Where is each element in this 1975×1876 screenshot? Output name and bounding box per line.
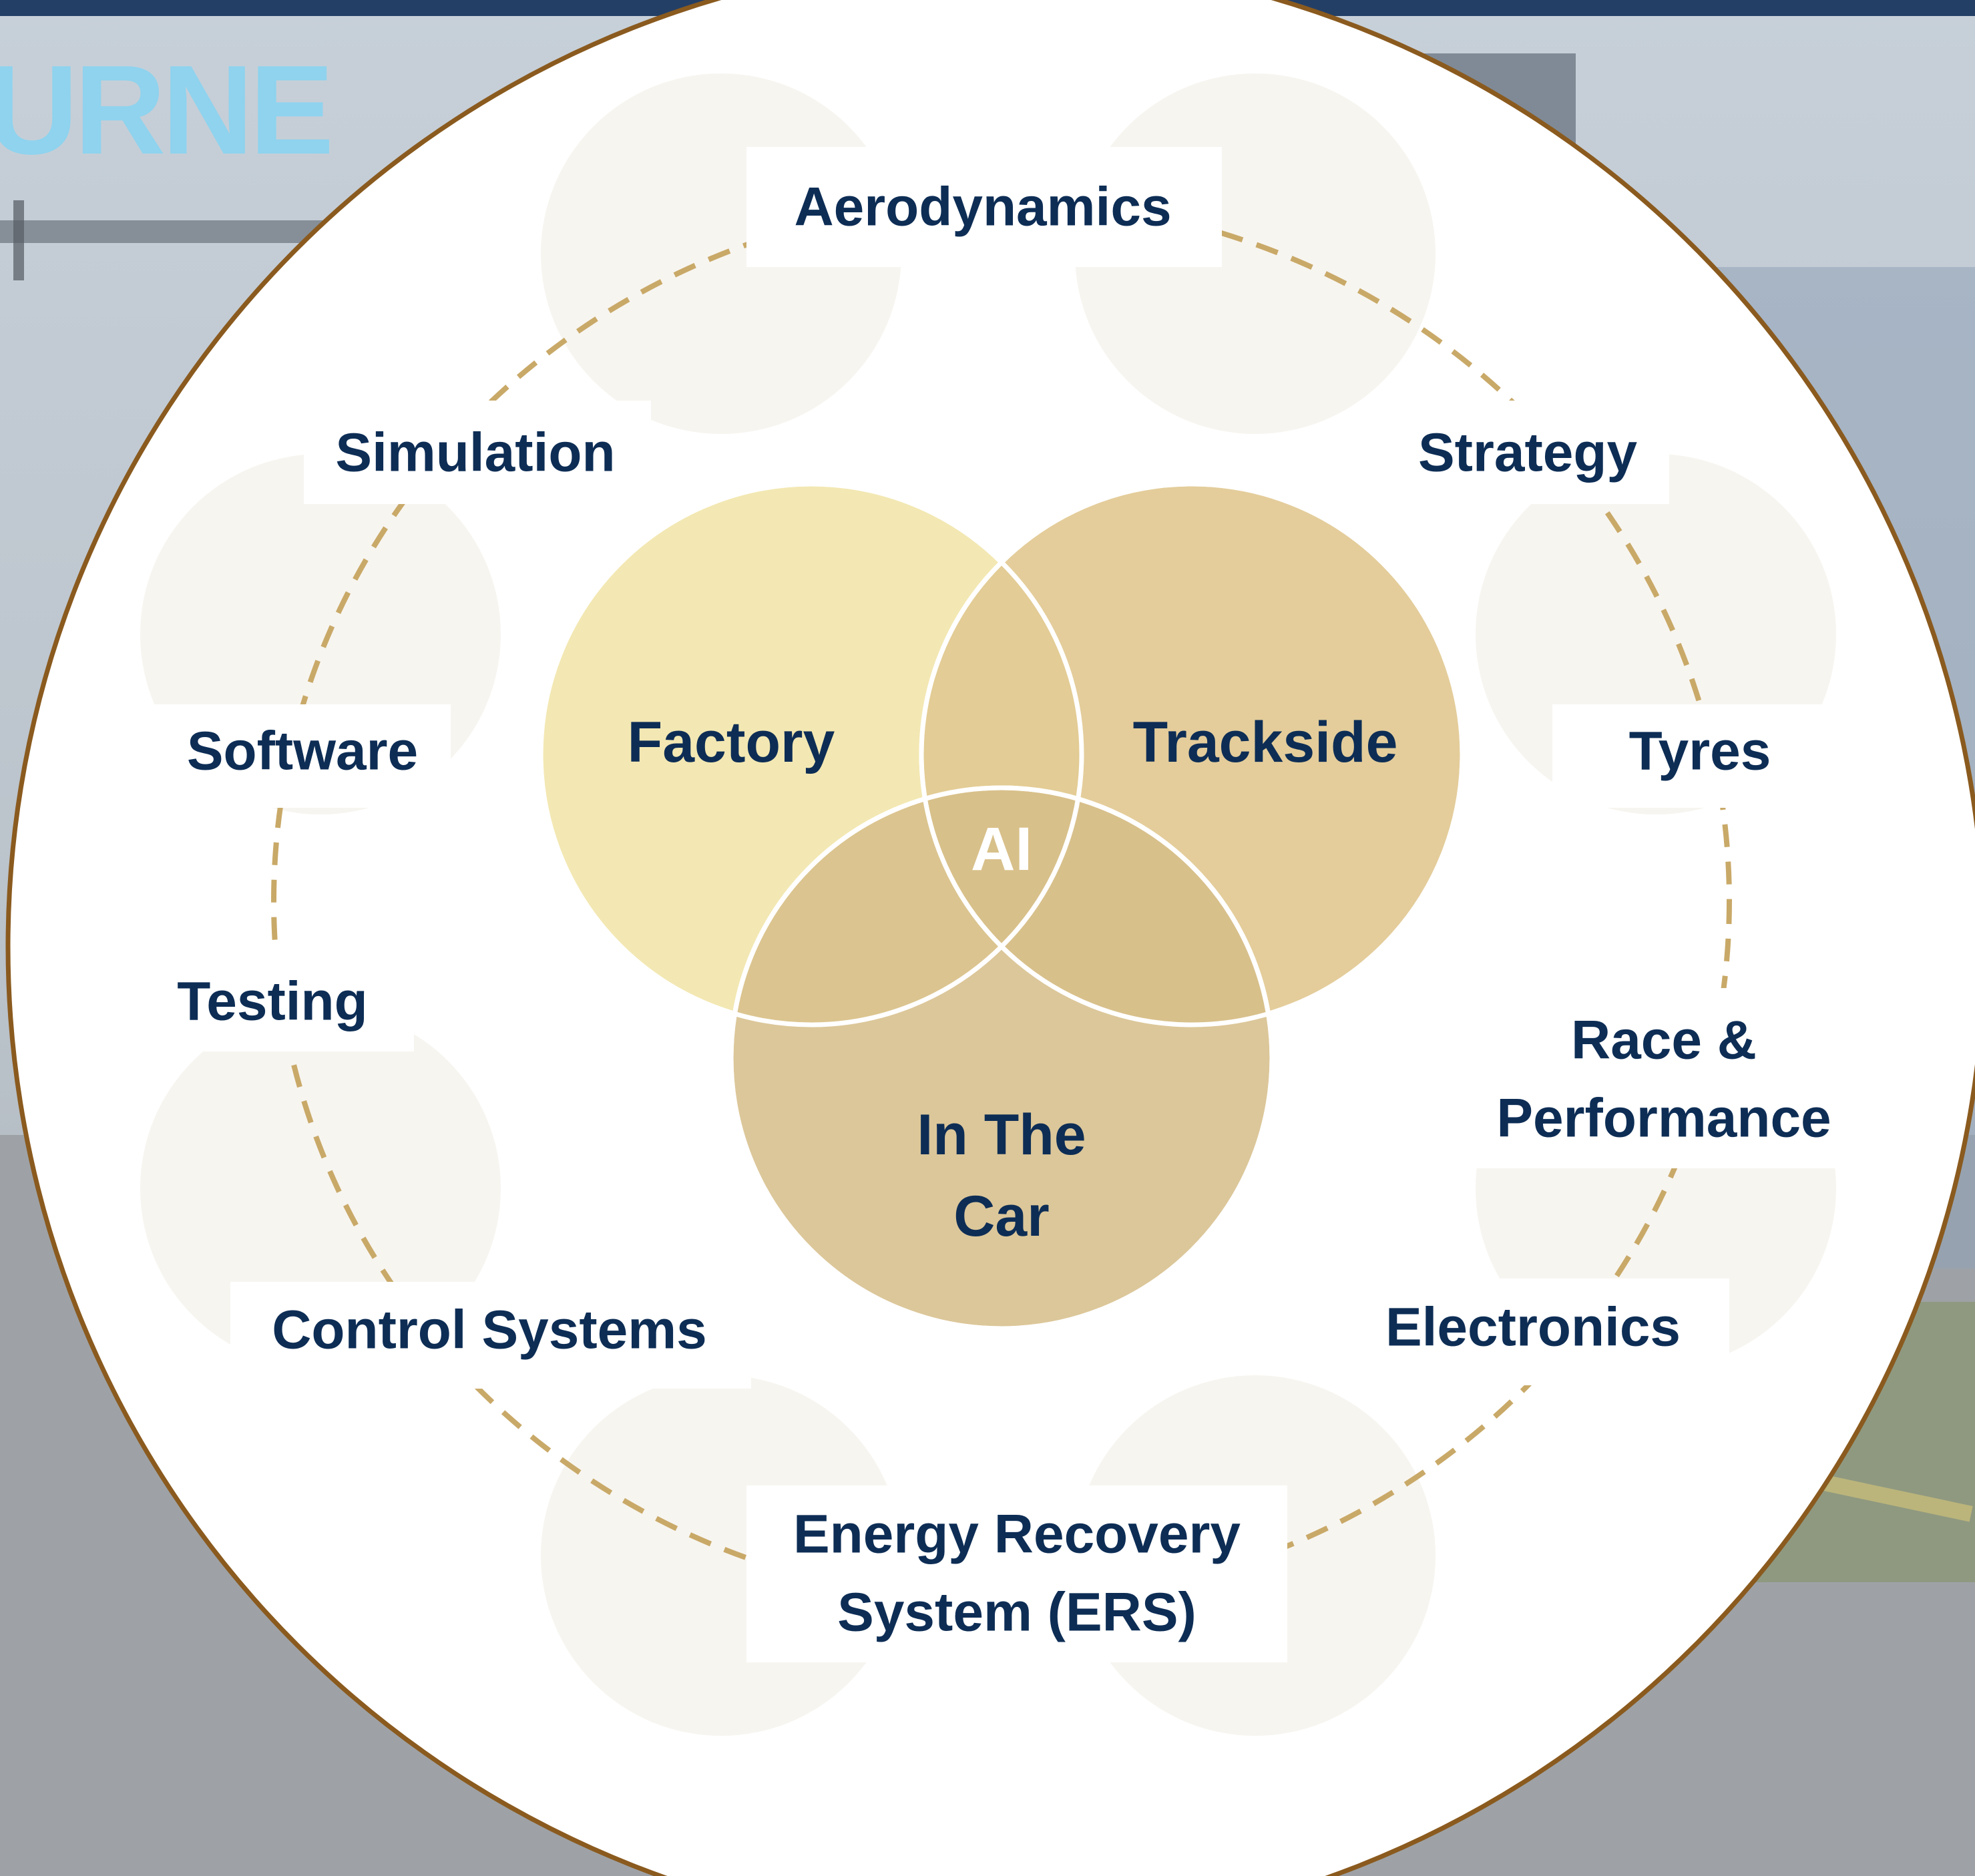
svg-text:Strategy: Strategy — [1418, 423, 1638, 483]
label-testing: Testing — [147, 951, 414, 1051]
svg-text:Testing: Testing — [177, 971, 367, 1032]
label-software: Software — [154, 704, 451, 808]
svg-text:Simulation: Simulation — [335, 423, 615, 483]
label-electronics: Electronics — [1355, 1278, 1729, 1385]
venn-label-factory: Factory — [628, 710, 835, 774]
svg-text:Performance: Performance — [1496, 1088, 1831, 1149]
background-sign: URNE — [0, 39, 330, 181]
label-race-performance: Race & Performance — [1442, 988, 1856, 1168]
venn-label-trackside: Trackside — [1133, 710, 1398, 774]
ring-labels: Aerodynamics Simulation Strategy Softwar… — [147, 147, 1856, 1662]
label-tyres: Tyres — [1552, 704, 1846, 808]
venn-label-in-the-car-line1: In The — [917, 1103, 1086, 1167]
label-aerodynamics: Aerodynamics — [746, 147, 1222, 267]
label-ers: Energy Recovery System (ERS) — [746, 1485, 1287, 1662]
venn-label-in-the-car-line2: Car — [953, 1184, 1049, 1248]
svg-text:Software: Software — [187, 721, 418, 782]
label-strategy: Strategy — [1385, 401, 1669, 504]
svg-text:Control Systems: Control Systems — [272, 1300, 707, 1361]
svg-text:Energy Recovery: Energy Recovery — [793, 1504, 1241, 1565]
svg-text:Tyres: Tyres — [1629, 721, 1771, 782]
label-simulation: Simulation — [304, 401, 651, 504]
svg-text:System (ERS): System (ERS) — [837, 1582, 1196, 1643]
svg-text:Electronics: Electronics — [1385, 1297, 1681, 1358]
svg-text:Race &: Race & — [1571, 1010, 1757, 1071]
venn-diagram: Factory Trackside In The Car AI — [538, 481, 1465, 1331]
label-control-systems: Control Systems — [230, 1282, 751, 1389]
venn-label-ai: AI — [971, 815, 1032, 883]
svg-text:Aerodynamics: Aerodynamics — [794, 177, 1171, 238]
